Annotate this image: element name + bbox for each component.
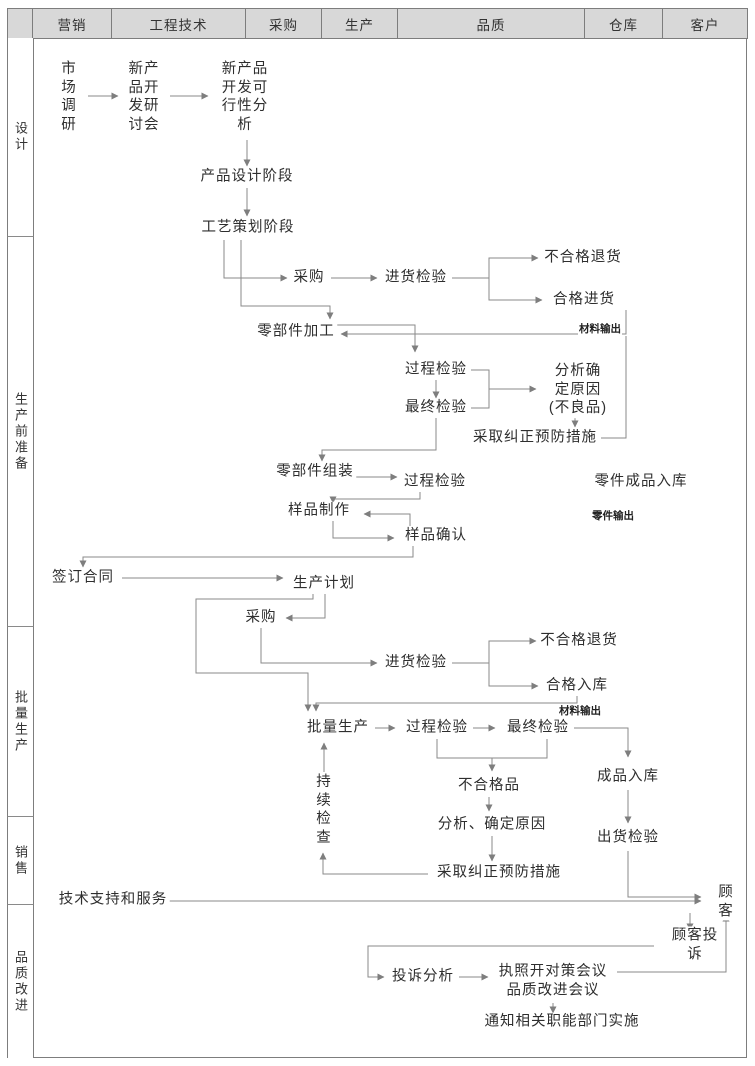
lane-sales-label: 销售 [13, 844, 28, 877]
node-qualified-storage: 合格入库 [544, 676, 610, 696]
node-notify-departments: 通知相关职能部门实施 [482, 1012, 642, 1032]
node-product-design-stage: 产品设计阶段 [198, 167, 296, 187]
node-shipment-inspection: 出货检验 [595, 828, 661, 848]
node-process-inspection-2: 过程检验 [402, 472, 468, 492]
node-parts-assembly: 零部件组装 [274, 462, 356, 482]
node-production-plan: 生产计划 [291, 574, 357, 594]
label-material-output-1: 材料输出 [578, 322, 622, 335]
node-defective-product: 不合格品 [456, 776, 522, 796]
node-reject-return-1: 不合格退货 [542, 248, 624, 268]
node-analyze-cause-defective: 分析确 定原因 (不良品) [546, 362, 610, 418]
lane-pre-production: 生产前准备 [7, 237, 34, 627]
node-mass-production: 批量生产 [305, 718, 371, 738]
node-reject-return-2: 不合格退货 [538, 631, 620, 651]
node-purchase-2: 采购 [243, 608, 279, 628]
node-customer-complaint: 顾客投诉 [665, 926, 725, 964]
node-sign-contract: 签订合同 [50, 568, 116, 588]
column-header-purchasing: 采购 [246, 8, 322, 39]
node-incoming-inspection-2: 进货检验 [383, 653, 449, 673]
node-customer: 顾客 [711, 883, 741, 921]
column-header-warehouse: 仓库 [585, 8, 663, 39]
lane-design-label: 设计 [13, 121, 28, 153]
lane-sales: 销售 [7, 817, 34, 905]
lane-quality-improve: 品质改进 [7, 905, 34, 1058]
node-corrective-action-1: 采取纠正预防措施 [471, 428, 599, 448]
lane-mass-production: 批量生产 [7, 627, 34, 817]
node-continuous-check: 持 续 检 查 [314, 772, 334, 848]
node-process-planning-stage: 工艺策划阶段 [199, 218, 297, 238]
node-complaint-analysis: 投诉分析 [390, 967, 456, 987]
label-material-output-2: 材料输出 [558, 704, 602, 717]
column-header-production: 生产 [322, 8, 398, 39]
node-tech-support-service: 技术支持和服务 [56, 890, 170, 910]
node-final-inspection-1: 最终检验 [403, 398, 469, 418]
column-header-customer: 客户 [663, 8, 748, 39]
node-incoming-inspection-1: 进货检验 [383, 268, 449, 288]
node-sample-making: 样品制作 [286, 501, 352, 521]
node-new-product-seminar: 新产 品开 发研 讨会 [126, 59, 162, 135]
node-finished-goods-storage: 成品入库 [595, 767, 661, 787]
node-final-inspection-3: 最终检验 [505, 718, 571, 738]
node-process-inspection-3: 过程检验 [404, 718, 470, 738]
lane-quality-improve-label: 品质改进 [13, 949, 28, 1014]
node-countermeasure-meeting: 执照开对策会议 品质改进会议 [496, 962, 610, 1000]
column-header-marketing: 营销 [33, 8, 112, 39]
node-parts-machining: 零部件加工 [255, 322, 337, 342]
column-header-blank [7, 8, 33, 39]
node-corrective-action-2: 采取纠正预防措施 [435, 863, 563, 883]
lane-pre-production-label: 生产前准备 [13, 391, 28, 472]
node-parts-finished-storage: 零件成品入库 [592, 472, 690, 492]
node-purchase-1: 采购 [291, 268, 327, 288]
column-header-quality: 品质 [398, 8, 585, 39]
phase-lane-column: 设计 生产前准备 批量生产 销售 品质改进 [7, 38, 34, 1058]
node-analyze-determine-cause: 分析、确定原因 [435, 815, 549, 835]
lane-design: 设计 [7, 38, 34, 237]
node-feasibility-analysis: 新产品 开发可 行性分 析 [219, 59, 271, 135]
node-sample-confirmation: 样品确认 [403, 526, 469, 546]
label-parts-output: 零件输出 [591, 509, 635, 522]
lane-mass-production-label: 批量生产 [13, 689, 28, 754]
department-header-row: 营销 工程技术 采购 生产 品质 仓库 客户 [7, 8, 748, 39]
node-market-research: 市 场 调 研 [59, 59, 79, 135]
node-qualified-incoming: 合格进货 [551, 290, 617, 310]
node-process-inspection-1: 过程检验 [403, 360, 469, 380]
column-header-engineering: 工程技术 [112, 8, 246, 39]
